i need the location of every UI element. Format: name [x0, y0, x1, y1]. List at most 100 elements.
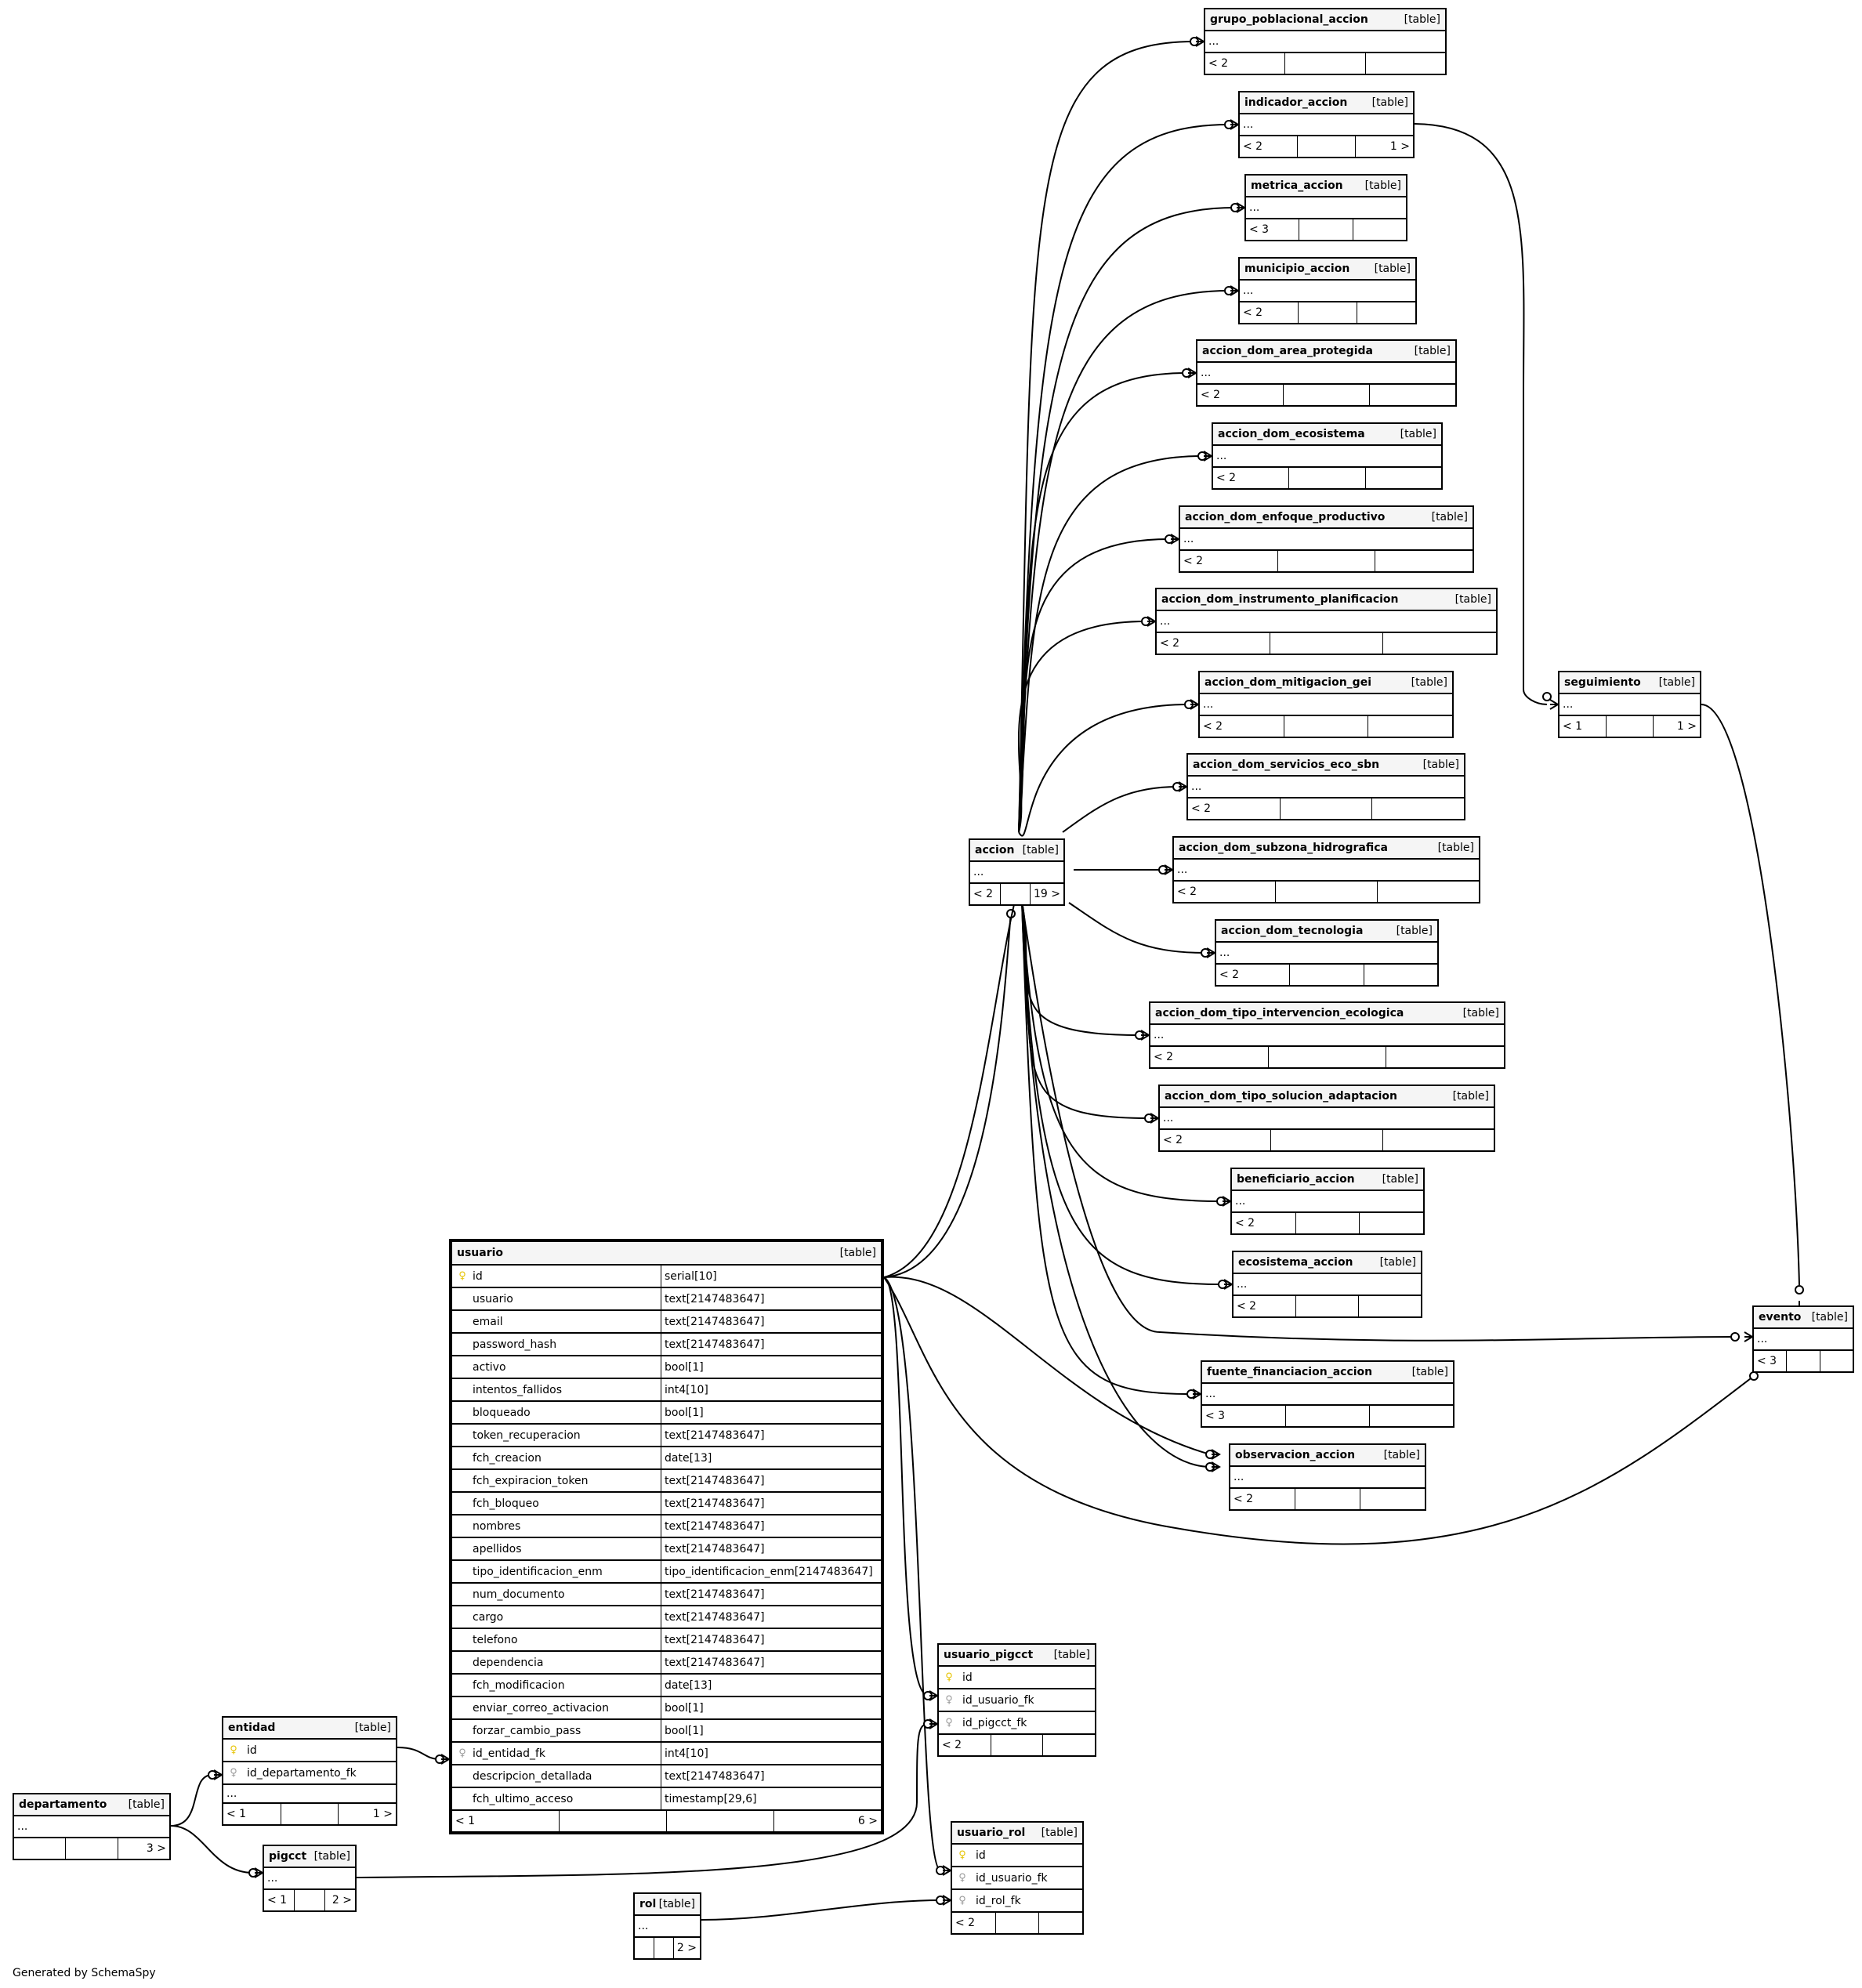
table-name[interactable]: accion_dom_servicios_eco_sbn [1193, 759, 1380, 771]
relationship-count[interactable] [1371, 798, 1464, 819]
relationship-count[interactable] [1269, 633, 1383, 654]
relationship-count[interactable] [1298, 302, 1357, 323]
relationship-count[interactable] [1299, 219, 1352, 240]
relationship-count[interactable] [1283, 385, 1369, 405]
relationship-count[interactable] [1357, 302, 1415, 323]
table-name[interactable]: accion_dom_ecosistema [1218, 428, 1365, 440]
table-grupo-poblacional-accion[interactable]: grupo_poblacional_accion[table]...< 2 [1204, 8, 1447, 75]
relationship-count[interactable] [999, 884, 1031, 904]
relationship-count[interactable]: < 2 [1243, 140, 1263, 153]
relationship-count[interactable] [1288, 468, 1364, 488]
table-name[interactable]: accion [975, 844, 1015, 856]
relationship-count[interactable] [294, 1890, 324, 1910]
column-row[interactable]: ♀id [939, 1667, 1095, 1689]
relationship-count[interactable]: < 2 [973, 888, 994, 900]
table-accion-dom-enfoque-productivo[interactable]: accion_dom_enfoque_productivo[table]...<… [1179, 505, 1474, 573]
column-row[interactable]: ♀id_pigcct_fk [939, 1712, 1095, 1735]
relationship-count[interactable] [280, 1804, 339, 1824]
relationship-count[interactable] [1360, 1489, 1425, 1509]
relationship-count[interactable]: < 2 [1177, 885, 1197, 898]
table-evento[interactable]: evento[table]...< 3 [1752, 1305, 1854, 1373]
relationship-count[interactable]: < 2 [1219, 969, 1240, 981]
relationship-count[interactable]: < 1 [267, 1894, 288, 1907]
relationship-count[interactable]: 1 > [1355, 136, 1413, 157]
relationship-count[interactable] [1289, 965, 1363, 985]
relationship-count[interactable]: 6 > [773, 1811, 881, 1831]
relationship-count[interactable]: < 2 [1201, 389, 1221, 401]
table-name[interactable]: departamento [19, 1798, 107, 1811]
table-name[interactable]: grupo_poblacional_accion [1210, 13, 1368, 26]
relationship-count[interactable]: < 1 [455, 1815, 476, 1827]
relationship-count[interactable]: 19 > [1030, 884, 1063, 904]
relationship-count[interactable]: < 2 [1154, 1051, 1174, 1063]
table-usuario-rol[interactable]: usuario_rol[table]♀id♀id_usuario_fk♀id_r… [951, 1821, 1084, 1935]
relationship-count[interactable]: < 2 [1216, 472, 1237, 484]
relationship-count[interactable] [1284, 53, 1364, 74]
relationship-count[interactable]: 3 > [117, 1838, 169, 1859]
table-name[interactable]: fuente_financiacion_accion [1207, 1366, 1373, 1378]
relationship-count[interactable] [635, 1938, 654, 1958]
relationship-count[interactable] [1295, 1296, 1358, 1316]
table-accion-dom-tecnologia[interactable]: accion_dom_tecnologia[table]...< 2 [1215, 919, 1439, 987]
table-observacion-accion[interactable]: observacion_accion[table]...< 2 [1229, 1443, 1426, 1511]
relationship-count[interactable] [1369, 385, 1455, 405]
relationship-count[interactable]: 2 > [672, 1938, 700, 1958]
relationship-count[interactable] [1042, 1735, 1095, 1755]
table-accion-dom-tipo-solucion-adaptacion[interactable]: accion_dom_tipo_solucion_adaptacion[tabl… [1158, 1085, 1495, 1152]
relationship-count[interactable] [1267, 1047, 1386, 1067]
table-name[interactable]: accion_dom_area_protegida [1202, 345, 1373, 357]
relationship-count[interactable]: < 2 [955, 1917, 976, 1929]
table-name[interactable]: usuario [457, 1247, 504, 1259]
relationship-count[interactable]: < 2 [1235, 1217, 1255, 1229]
relationship-count[interactable] [1819, 1351, 1853, 1371]
table-name[interactable]: rol [639, 1898, 657, 1910]
table-accion-dom-area-protegida[interactable]: accion_dom_area_protegida[table]...< 2 [1196, 339, 1457, 407]
relationship-count[interactable] [1275, 882, 1377, 902]
table-name[interactable]: ecosistema_accion [1238, 1256, 1353, 1269]
table-ecosistema-accion[interactable]: ecosistema_accion[table]...< 2 [1232, 1251, 1422, 1318]
column-row[interactable]: ♀id_usuario_fk [952, 1867, 1082, 1890]
relationship-count[interactable] [1368, 716, 1452, 737]
table-name[interactable]: indicador_accion [1244, 96, 1348, 109]
relationship-count[interactable] [1375, 551, 1473, 571]
relationship-count[interactable] [1038, 1913, 1082, 1933]
table-name[interactable]: usuario_pigcct [944, 1649, 1034, 1661]
relationship-count[interactable]: < 2 [1183, 555, 1204, 567]
relationship-count[interactable]: < 2 [1208, 57, 1229, 70]
table-accion-dom-tipo-intervencion-ecologica[interactable]: accion_dom_tipo_intervencion_ecologica[t… [1149, 1001, 1505, 1069]
relationship-count[interactable] [1786, 1351, 1819, 1371]
relationship-count[interactable]: < 1 [226, 1808, 247, 1820]
table-name[interactable]: accion_dom_tipo_intervencion_ecologica [1155, 1007, 1404, 1019]
table-name[interactable]: accion_dom_enfoque_productivo [1185, 511, 1386, 523]
relationship-count[interactable] [1279, 798, 1372, 819]
table-accion-dom-instrumento-planificacion[interactable]: accion_dom_instrumento_planificacion[tab… [1155, 588, 1498, 655]
relationship-count[interactable] [1363, 965, 1437, 985]
relationship-count[interactable] [1352, 219, 1406, 240]
table-municipio-accion[interactable]: municipio_accion[table]...< 2 [1238, 257, 1417, 324]
relationship-count[interactable] [1369, 1406, 1453, 1426]
relationship-count[interactable] [1297, 136, 1355, 157]
column-row[interactable]: ♀id [223, 1740, 396, 1762]
relationship-count[interactable]: < 2 [1243, 306, 1263, 319]
table-accion-dom-servicios-eco-sbn[interactable]: accion_dom_servicios_eco_sbn[table]...< … [1186, 753, 1465, 820]
relationship-count[interactable] [1364, 53, 1445, 74]
table-name[interactable]: beneficiario_accion [1237, 1173, 1355, 1186]
